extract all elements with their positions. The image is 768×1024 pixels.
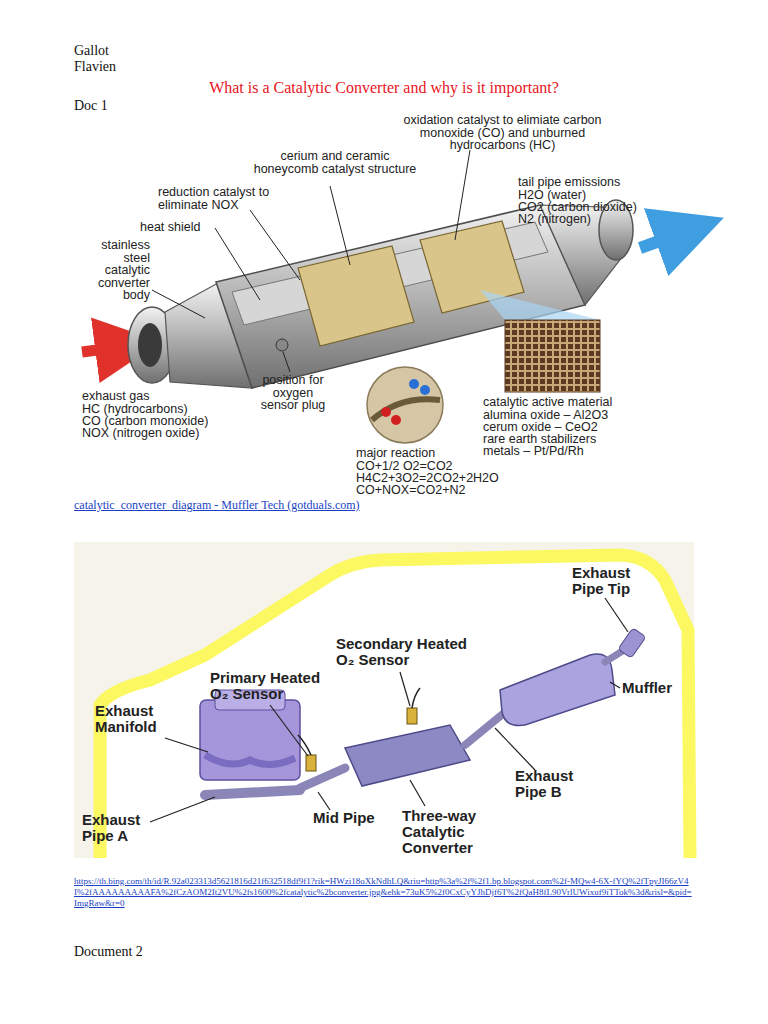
part-label: Exhaust Pipe Tip	[572, 565, 652, 597]
catalyst-surface	[372, 399, 440, 420]
list-item: rare earth stabilizers	[483, 433, 596, 446]
list-item: N2 (nitrogen)	[518, 213, 591, 226]
part-label: Primary Heated O₂ Sensor	[210, 670, 335, 702]
part-label: Secondary Heated O₂ Sensor	[336, 636, 476, 668]
leader-line	[152, 290, 205, 318]
leader-line	[150, 797, 215, 822]
muffler-shape	[500, 654, 615, 725]
exhaust-manifold	[205, 755, 295, 765]
leader-line	[330, 186, 350, 265]
reaction-formula: CO+NOX=CO2+N2	[356, 484, 465, 497]
engine-block	[200, 700, 300, 780]
inlet-arrow	[82, 346, 128, 352]
list-item: HC (hydrocarbons)	[82, 403, 188, 416]
list-heading: tail pipe emissions	[518, 176, 620, 189]
source-url: https://th.bing.com/th/id/R.92a023313d56…	[74, 876, 694, 909]
section-heading: Document 2	[74, 944, 143, 960]
part-label: oxidation catalyst to elimiate carbon mo…	[395, 114, 610, 152]
outlet-arrow	[640, 230, 690, 248]
leader-line	[610, 682, 620, 688]
list-heading: exhaust gas	[82, 390, 149, 403]
car-outline	[100, 555, 690, 858]
honeycomb-inset	[505, 320, 600, 392]
reaction-formula: CO+1/2 O2=CO2	[356, 460, 453, 473]
inlet-hole	[138, 323, 162, 367]
leader-line	[400, 672, 410, 706]
molecule	[420, 385, 430, 395]
author-name: Flavien	[74, 59, 116, 75]
leader-line	[495, 728, 535, 770]
author-name: Gallot	[74, 43, 109, 59]
reaction-formula: H4C2+3O2=2CO2+2H2O	[356, 472, 499, 485]
molecule	[409, 379, 419, 389]
list-item: cerum oxide – CeO2	[483, 421, 598, 434]
leader-line	[215, 228, 260, 300]
primary-sensor	[306, 755, 316, 771]
leader-line	[605, 598, 628, 632]
reaction-inset	[367, 367, 443, 443]
part-label: Exhaust Manifold	[95, 703, 175, 735]
leader-line	[455, 150, 470, 240]
part-label: Exhaust Pipe A	[82, 812, 157, 844]
part-label: reduction catalyst to eliminate NOX	[158, 186, 283, 211]
secondary-sensor	[407, 708, 417, 724]
zoom-wedge	[480, 290, 600, 320]
leader-line	[410, 780, 425, 806]
list-item: metals – Pt/Pd/Rh	[483, 445, 584, 458]
part-label: Muffler	[622, 680, 672, 696]
list-item: H2O (water)	[518, 189, 586, 202]
leader-line	[318, 792, 330, 810]
part-label: cerium and ceramic honeycomb catalyst st…	[250, 150, 420, 175]
sensor-port	[276, 339, 288, 351]
list-item: alumina oxide – Al2O3	[483, 409, 608, 422]
molecule	[391, 415, 401, 425]
section-heading: Doc 1	[74, 98, 108, 114]
leader-line	[165, 738, 208, 752]
leader-line	[270, 705, 308, 756]
pipe-tip	[618, 628, 646, 658]
leader-line	[283, 352, 290, 372]
exhaust-pipe-a	[205, 790, 300, 795]
part-label: heat shield	[140, 221, 200, 234]
list-item: CO2 (carbon dioxide)	[518, 201, 637, 214]
reduction-block	[298, 246, 414, 346]
image-frame	[74, 112, 692, 497]
part-label: stainless steel catalytic converter body	[80, 239, 150, 302]
leader-line	[250, 210, 300, 280]
leader-lines	[150, 598, 628, 822]
image-frame	[74, 542, 694, 858]
part-label: Mid Pipe	[313, 810, 393, 826]
part-label: position for oxygen sensor plug	[256, 374, 330, 412]
part-label: Three-way Catalytic Converter	[402, 808, 497, 856]
molecule	[381, 407, 391, 417]
list-heading: catalytic active material	[483, 396, 612, 409]
leader-lines	[152, 150, 470, 372]
page-title: What is a Catalytic Converter and why is…	[0, 79, 768, 97]
list-heading: major reaction	[356, 447, 435, 460]
three-way-converter	[345, 725, 470, 786]
sensor-wire	[412, 688, 420, 708]
part-label: Exhaust Pipe B	[515, 768, 590, 800]
source-link: catalytic_converter_diagram - Muffler Te…	[74, 498, 360, 512]
list-item: NOX (nitrogen oxide)	[82, 427, 199, 440]
list-item: CO (carbon monoxide)	[82, 415, 208, 428]
